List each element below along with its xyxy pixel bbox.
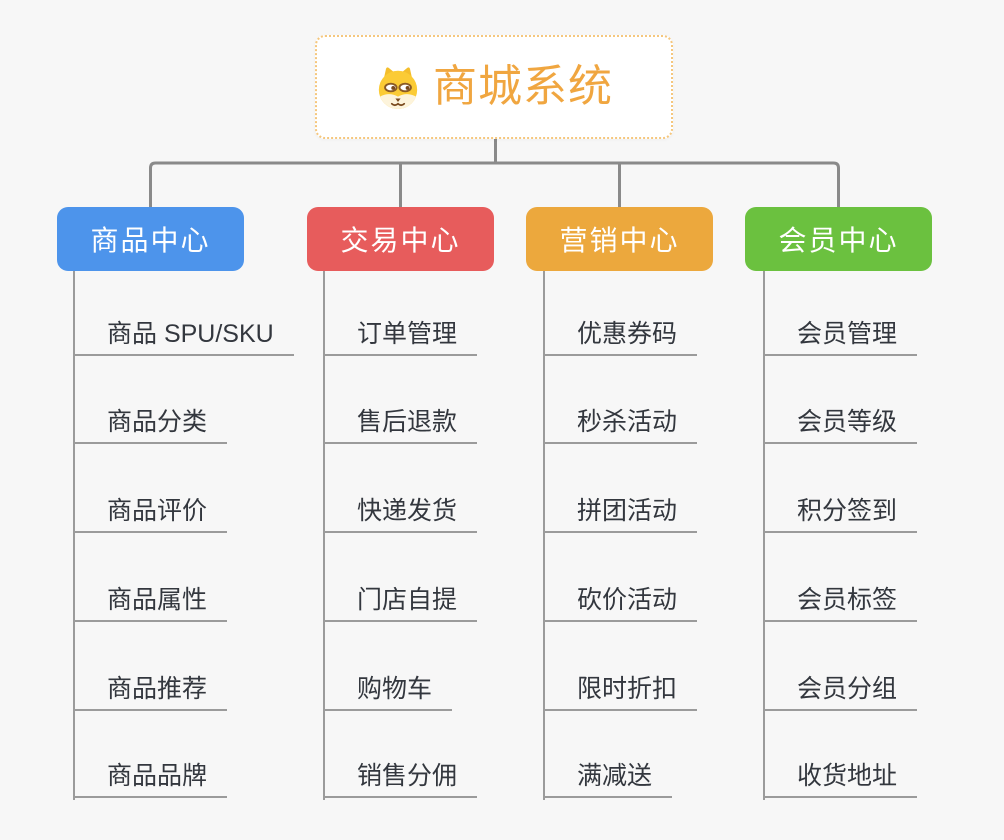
leaf-node[interactable]: 商品评价 [73, 487, 228, 533]
leaf-node[interactable]: 会员管理 [763, 310, 918, 356]
leaf-node[interactable]: 满减送 [543, 752, 673, 798]
branch-node-label: 营销中心 [559, 225, 680, 256]
leaf-node[interactable]: 限时折扣 [543, 665, 698, 711]
leaf-node[interactable]: 商品分类 [73, 398, 228, 444]
leaf-column-product: 商品 SPU/SKU 商品分类 商品评价 商品属性 商品推荐 商品品牌 [73, 271, 325, 800]
branch-bus-line [149, 161, 840, 207]
leaf-node[interactable]: 销售分佣 [323, 752, 478, 798]
branch-node-label: 交易中心 [340, 225, 461, 256]
root-node-label: 商城系统 [433, 62, 613, 111]
leaf-node[interactable]: 快递发货 [323, 487, 478, 533]
leaf-node[interactable]: 拼团活动 [543, 487, 698, 533]
branch-node-marketing-center[interactable]: 营销中心 [526, 207, 713, 271]
branch-node-label: 会员中心 [778, 225, 899, 256]
leaf-node[interactable]: 购物车 [323, 665, 453, 711]
leaf-column-member: 会员管理 会员等级 积分签到 会员标签 会员分组 收货地址 [763, 271, 1004, 800]
leaf-node[interactable]: 订单管理 [323, 310, 478, 356]
leaf-node[interactable]: 砍价活动 [543, 576, 698, 622]
branch-node-product-center[interactable]: 商品中心 [57, 207, 244, 271]
leaf-node[interactable]: 收货地址 [763, 752, 918, 798]
branch-node-member-center[interactable]: 会员中心 [745, 207, 932, 271]
leaf-column-trade: 订单管理 售后退款 快递发货 门店自提 购物车 销售分佣 [323, 271, 575, 800]
leaf-column-marketing: 优惠券码 秒杀活动 拼团活动 砍价活动 限时折扣 满减送 [543, 271, 795, 800]
leaf-node[interactable]: 会员分组 [763, 665, 918, 711]
leaf-node[interactable]: 商品属性 [73, 576, 228, 622]
branch-node-label: 商品中心 [90, 225, 211, 256]
leaf-node[interactable]: 积分签到 [763, 487, 918, 533]
leaf-node[interactable]: 优惠券码 [543, 310, 698, 356]
root-node[interactable]: 商城系统 [315, 35, 673, 139]
leaf-node[interactable]: 会员标签 [763, 576, 918, 622]
branch-node-trade-center[interactable]: 交易中心 [307, 207, 494, 271]
leaf-node[interactable]: 商品 SPU/SKU [73, 310, 294, 356]
leaf-node[interactable]: 商品品牌 [73, 752, 228, 798]
leaf-node[interactable]: 会员等级 [763, 398, 918, 444]
leaf-node[interactable]: 商品推荐 [73, 665, 228, 711]
leaf-node[interactable]: 售后退款 [323, 398, 478, 444]
leaf-node[interactable]: 秒杀活动 [543, 398, 698, 444]
dog-face-icon [378, 67, 418, 110]
leaf-node[interactable]: 门店自提 [323, 576, 478, 622]
